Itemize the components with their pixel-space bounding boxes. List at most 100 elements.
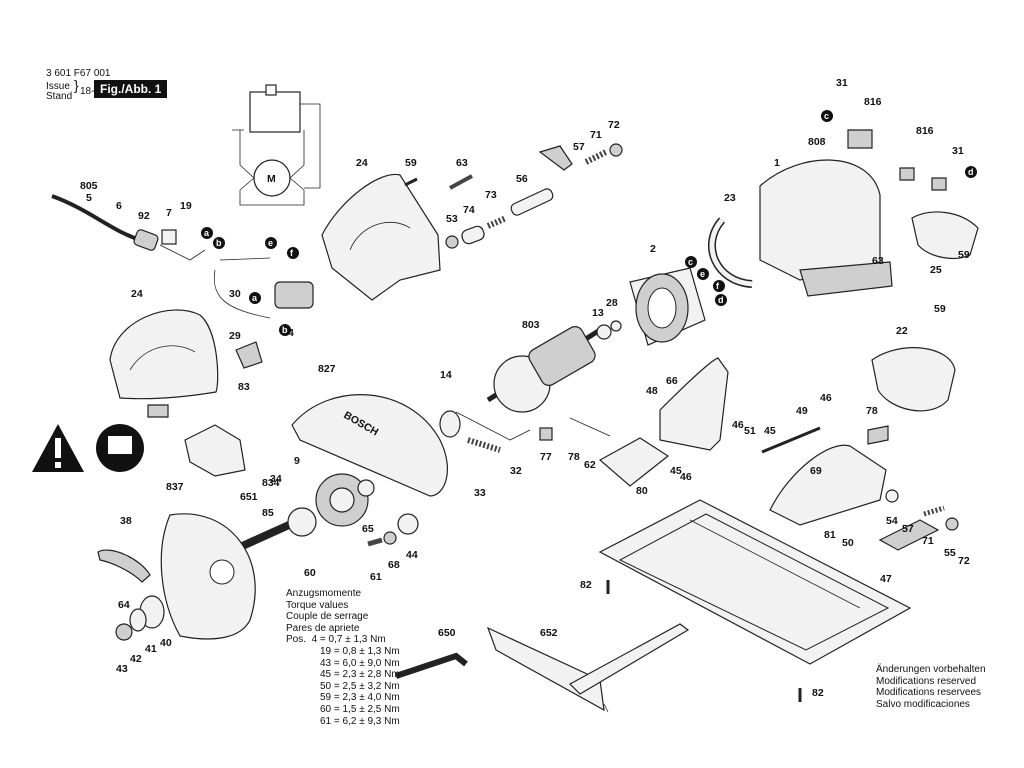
svg-text:816: 816 bbox=[916, 125, 934, 137]
torque-title-de: Anzugsmomente bbox=[286, 588, 362, 599]
svg-text:60: 60 bbox=[304, 567, 316, 579]
svg-text:69: 69 bbox=[810, 465, 822, 477]
svg-text:38: 38 bbox=[120, 515, 132, 527]
svg-text:32: 32 bbox=[510, 465, 522, 477]
svg-text:19: 19 bbox=[180, 200, 192, 212]
torque-row: 60 = 1,5 ± 2,5 Nm bbox=[320, 703, 400, 715]
svg-text:53: 53 bbox=[446, 213, 458, 225]
svg-text:28: 28 bbox=[606, 297, 618, 309]
svg-text:45: 45 bbox=[670, 465, 682, 477]
svg-text:33: 33 bbox=[474, 487, 486, 499]
issue-label: Issue bbox=[46, 81, 70, 92]
svg-text:f: f bbox=[716, 281, 720, 291]
torque-table: Anzugsmomente Torque values Couple de se… bbox=[286, 588, 400, 727]
svg-text:43: 43 bbox=[116, 663, 128, 675]
screws-82 bbox=[606, 580, 802, 702]
spindle-parts bbox=[236, 410, 553, 552]
svg-text:54: 54 bbox=[886, 515, 898, 527]
svg-text:85: 85 bbox=[262, 507, 274, 519]
torque-row: 45 = 2,3 ± 2,8 Nm bbox=[320, 669, 400, 681]
svg-text:51: 51 bbox=[744, 425, 756, 437]
svg-text:66: 66 bbox=[666, 375, 678, 387]
svg-text:63: 63 bbox=[456, 157, 468, 169]
svg-text:59: 59 bbox=[934, 303, 946, 315]
upper-blade-guard: BOSCH bbox=[291, 394, 449, 497]
small-hardware-top bbox=[404, 143, 623, 249]
svg-text:803: 803 bbox=[522, 319, 540, 331]
svg-text:d: d bbox=[718, 295, 724, 305]
handle-left bbox=[109, 309, 219, 418]
stator bbox=[629, 267, 706, 346]
svg-text:837: 837 bbox=[166, 481, 184, 493]
torque-title-fr: Couple de serrage bbox=[286, 611, 369, 623]
part-labels: 805 5 6 92 7 19 30 29 4 83 24 24 59 63 5… bbox=[80, 77, 970, 699]
svg-text:41: 41 bbox=[145, 643, 157, 655]
svg-text:31: 31 bbox=[952, 145, 964, 157]
svg-text:650: 650 bbox=[438, 627, 456, 639]
svg-text:57: 57 bbox=[573, 141, 585, 153]
svg-text:816: 816 bbox=[864, 96, 882, 108]
svg-text:e: e bbox=[700, 269, 705, 279]
svg-text:2: 2 bbox=[650, 243, 656, 255]
svg-text:29: 29 bbox=[229, 330, 241, 342]
svg-text:61: 61 bbox=[370, 571, 382, 583]
svg-text:25: 25 bbox=[930, 264, 942, 276]
ref-markers: a b e f a b c d c e f d bbox=[201, 110, 977, 336]
svg-text:59: 59 bbox=[405, 157, 417, 169]
svg-text:62: 62 bbox=[584, 459, 596, 471]
svg-text:63: 63 bbox=[872, 255, 884, 267]
svg-text:56: 56 bbox=[516, 173, 528, 185]
svg-text:13: 13 bbox=[592, 307, 604, 319]
svg-text:31: 31 bbox=[836, 77, 848, 89]
svg-text:30: 30 bbox=[229, 288, 241, 300]
svg-text:64: 64 bbox=[118, 599, 130, 611]
svg-text:68: 68 bbox=[388, 559, 400, 571]
svg-text:7: 7 bbox=[166, 207, 172, 219]
torque-title-en: Torque values bbox=[286, 599, 349, 611]
svg-text:e: e bbox=[268, 238, 273, 248]
base-plate bbox=[598, 499, 912, 665]
svg-text:78: 78 bbox=[568, 451, 580, 463]
torque-row: 59 = 2,3 ± 4,0 Nm bbox=[320, 692, 400, 704]
svg-text:74: 74 bbox=[463, 204, 475, 216]
torque-row: 43 = 6,0 ± 9,0 Nm bbox=[320, 657, 400, 669]
torque-row: Pos. 4 = 0,7 ± 1,3 Nm bbox=[286, 634, 386, 646]
svg-text:9: 9 bbox=[294, 455, 300, 467]
svg-text:808: 808 bbox=[808, 136, 826, 148]
svg-text:834: 834 bbox=[262, 477, 280, 489]
svg-text:805: 805 bbox=[80, 180, 98, 192]
hex-key-and-guide bbox=[395, 623, 690, 713]
armature bbox=[486, 320, 622, 413]
svg-text:6: 6 bbox=[116, 200, 122, 212]
svg-text:44: 44 bbox=[406, 549, 418, 561]
svg-text:4: 4 bbox=[288, 327, 294, 339]
torque-row: 50 = 2,5 ± 3,2 Nm bbox=[320, 680, 400, 692]
note-es: Salvo modificaciones bbox=[876, 698, 970, 710]
svg-text:34: 34 bbox=[270, 473, 282, 485]
svg-text:b: b bbox=[282, 325, 288, 335]
svg-text:42: 42 bbox=[130, 653, 142, 665]
svg-text:77: 77 bbox=[540, 451, 552, 463]
warning-symbols bbox=[32, 424, 144, 472]
dust-port bbox=[184, 424, 246, 477]
motor-housing-handle bbox=[321, 173, 441, 301]
svg-text:652: 652 bbox=[540, 627, 558, 639]
svg-text:48: 48 bbox=[646, 385, 658, 397]
svg-text:23: 23 bbox=[724, 192, 736, 204]
svg-text:71: 71 bbox=[922, 535, 934, 547]
note-de: Änderungen vorbehalten bbox=[876, 664, 986, 675]
svg-text:78: 78 bbox=[866, 405, 878, 417]
svg-text:c: c bbox=[688, 257, 693, 267]
svg-text:50: 50 bbox=[842, 537, 854, 549]
lower-blade-guard bbox=[97, 513, 256, 641]
wiring-schematic: M bbox=[232, 84, 321, 206]
svg-text:80: 80 bbox=[636, 485, 648, 497]
svg-text:40: 40 bbox=[160, 637, 172, 649]
notes-block: Änderungen vorbehalten Modifications res… bbox=[876, 664, 986, 710]
svg-text:46: 46 bbox=[732, 419, 744, 431]
svg-text:82: 82 bbox=[812, 687, 824, 699]
brace: } bbox=[74, 77, 79, 93]
svg-text:57: 57 bbox=[902, 523, 914, 535]
